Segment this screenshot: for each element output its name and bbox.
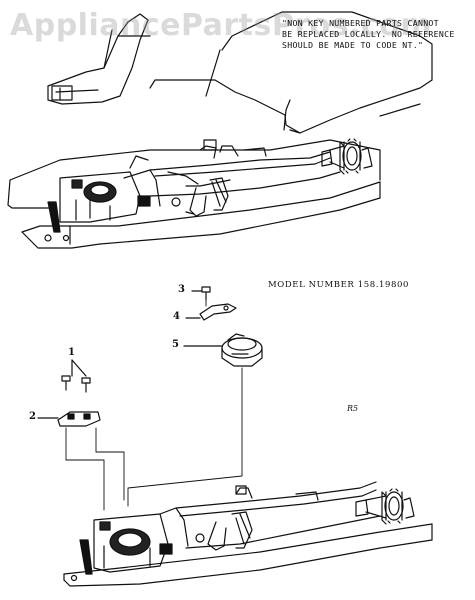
callout-2: 2	[29, 411, 36, 422]
part-3-screw	[191, 286, 211, 301]
part-4-spring-plate	[185, 303, 237, 321]
callout-4: 4	[173, 311, 180, 322]
upper-hook-assembly	[47, 155, 161, 233]
lower-feed-shaft	[175, 481, 381, 551]
note-line-2: BE REPLACED LOCALLY. NO REFERENCE	[282, 29, 455, 39]
callout-5: 5	[172, 339, 179, 350]
lower-drive-gear	[355, 488, 415, 525]
part-2-bobbin-plate	[37, 411, 101, 427]
upper-feed-shaft	[149, 139, 341, 217]
callout-3: 3	[178, 284, 185, 295]
upper-drive-gear	[321, 138, 373, 175]
callout-1: 1	[68, 347, 75, 358]
lower-hook-assembly	[79, 507, 189, 575]
upper-base-plate	[7, 179, 381, 249]
part-5-hook-assembly	[183, 333, 263, 367]
parts-note: "NON KEY NUMBERED PARTS CANNOT BE REPLAC…	[282, 18, 472, 51]
leader-lines	[65, 299, 243, 511]
part-1-screws	[61, 359, 91, 393]
figure-reference: R5	[347, 404, 359, 413]
note-line-3: SHOULD BE MADE TO CODE NT."	[282, 40, 424, 50]
note-line-1: "NON KEY NUMBERED PARTS CANNOT	[282, 18, 439, 28]
machine-arm-housing	[9, 11, 433, 181]
model-number: MODEL NUMBER 158.19800	[268, 280, 410, 290]
